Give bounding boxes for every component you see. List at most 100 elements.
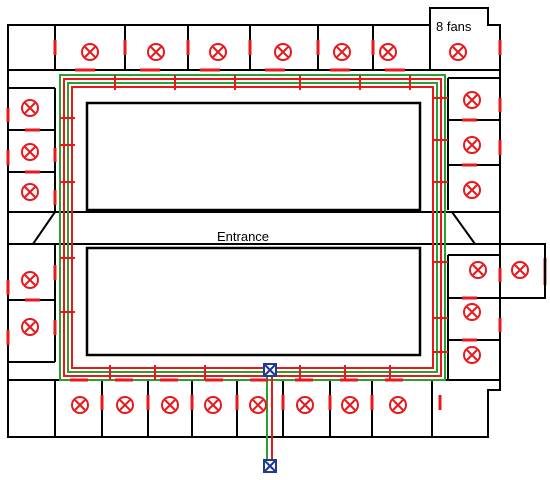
wall-openings xyxy=(6,40,547,410)
courtyards xyxy=(85,101,422,357)
east-annex xyxy=(500,243,546,299)
entrance-label: Entrance xyxy=(217,229,269,244)
fan-blade xyxy=(212,46,224,58)
fan-blade xyxy=(299,399,311,411)
building-walls xyxy=(7,7,501,438)
pipe-loop xyxy=(67,82,438,373)
fan-icon xyxy=(274,43,292,61)
fans xyxy=(21,43,529,414)
fan-icon xyxy=(463,181,481,199)
fan-blade xyxy=(466,349,478,361)
fan-blade xyxy=(392,399,404,411)
fan-blade xyxy=(74,399,86,411)
fan-ring xyxy=(21,183,39,201)
fan-ring xyxy=(463,136,481,154)
fan-ring xyxy=(21,99,39,117)
fan-ring xyxy=(147,43,165,61)
fan-ring xyxy=(249,396,267,414)
valve-cross xyxy=(263,459,277,473)
fan-blade xyxy=(466,139,478,151)
fan-blade xyxy=(466,94,478,106)
fan-blade xyxy=(24,146,36,158)
fan-ring xyxy=(296,396,314,414)
fan-blade xyxy=(252,399,264,411)
fan-ring xyxy=(71,396,89,414)
fan-icon xyxy=(463,346,481,364)
fan-blade xyxy=(84,46,96,58)
fan-blade xyxy=(164,399,176,411)
fan-blade xyxy=(466,184,478,196)
fan-icon xyxy=(116,396,134,414)
fan-icon xyxy=(463,303,481,321)
fan-icon xyxy=(209,43,227,61)
fan-icon xyxy=(463,91,481,109)
fan-blade xyxy=(452,46,464,58)
fan-blade xyxy=(466,306,478,318)
valve-icon xyxy=(263,363,277,377)
fan-icon xyxy=(21,143,39,161)
fan-ring xyxy=(341,396,359,414)
fan-icon xyxy=(21,318,39,336)
fan-ring xyxy=(333,43,351,61)
fan-ring xyxy=(511,261,529,279)
fan-ring xyxy=(116,396,134,414)
fan-ring xyxy=(463,303,481,321)
fan-blade xyxy=(277,46,289,58)
valves xyxy=(263,363,277,473)
pipe-loop xyxy=(63,78,442,377)
fan-icon xyxy=(296,396,314,414)
fan-blade xyxy=(24,186,36,198)
fan-ring xyxy=(463,181,481,199)
pipe-loop xyxy=(71,86,434,369)
fan-ring xyxy=(81,43,99,61)
pipe-loop xyxy=(59,74,446,381)
fan-icon xyxy=(341,396,359,414)
fan-icon xyxy=(249,396,267,414)
fan-icon xyxy=(21,271,39,289)
south-courtyard xyxy=(85,246,422,357)
fan-blade xyxy=(382,46,394,58)
fan-blade xyxy=(344,399,356,411)
fan-blade xyxy=(24,102,36,114)
fan-ring xyxy=(21,143,39,161)
fan-icon xyxy=(463,136,481,154)
fan-ring xyxy=(463,91,481,109)
fan-icon xyxy=(147,43,165,61)
fan-icon xyxy=(71,396,89,414)
fan-blade xyxy=(472,264,484,276)
fan-blade xyxy=(207,399,219,411)
fan-blade xyxy=(336,46,348,58)
fan-icon xyxy=(469,261,487,279)
fan-ring xyxy=(161,396,179,414)
fan-ring xyxy=(21,318,39,336)
fan-icon xyxy=(204,396,222,414)
valve-icon xyxy=(263,459,277,473)
fan-ring xyxy=(389,396,407,414)
fan-icon xyxy=(379,43,397,61)
fan-icon xyxy=(21,183,39,201)
fan-ring xyxy=(21,271,39,289)
fan-blade xyxy=(119,399,131,411)
fan-icon xyxy=(161,396,179,414)
fan-icon xyxy=(81,43,99,61)
fan-icon xyxy=(21,99,39,117)
fan-ring xyxy=(469,261,487,279)
fan-icon xyxy=(333,43,351,61)
fan-ring xyxy=(449,43,467,61)
fan-icon xyxy=(511,261,529,279)
fan-icon xyxy=(389,396,407,414)
fan-ring xyxy=(379,43,397,61)
fan-blade xyxy=(150,46,162,58)
fan-ring xyxy=(204,396,222,414)
fan-ring xyxy=(274,43,292,61)
fans-note-label: 8 fans xyxy=(436,19,472,34)
fan-ring xyxy=(209,43,227,61)
fan-ring xyxy=(463,346,481,364)
fan-icon xyxy=(449,43,467,61)
fan-blade xyxy=(24,274,36,286)
north-courtyard xyxy=(85,101,422,212)
fan-blade xyxy=(24,321,36,333)
entrance-corridor xyxy=(8,211,500,245)
fan-blade xyxy=(514,264,526,276)
